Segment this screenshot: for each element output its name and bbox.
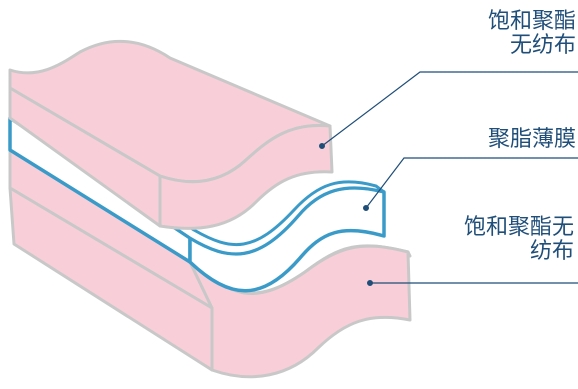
top-layer [8, 39, 334, 230]
bottom-layer-under-side [8, 186, 214, 372]
middle-layer [8, 110, 386, 293]
label-top-line-2: 无纺布 [509, 33, 576, 58]
label-bottom-line-2: 纺布 [529, 239, 574, 264]
leader-line-middle [365, 157, 578, 209]
label-middle-line-1: 聚脂薄膜 [487, 127, 576, 152]
leader-dot-middle [363, 205, 369, 211]
label-top-layer: 饱和聚酯 无纺布 [488, 10, 576, 58]
label-top-line-1: 饱和聚酯 [487, 9, 576, 34]
bottom-layer [8, 148, 412, 379]
leader-dot-top [319, 143, 325, 149]
bottom-layer-front-face [188, 244, 412, 379]
label-middle-layer: 聚脂薄膜 [488, 128, 576, 152]
label-bottom-layer: 饱和聚酯无 纺布 [464, 216, 574, 264]
label-bottom-line-1: 饱和聚酯无 [463, 215, 574, 240]
top-layer-front-face [158, 123, 334, 230]
leader-lines [319, 71, 578, 286]
leader-line-top [321, 71, 578, 147]
leader-dot-bottom [367, 280, 373, 286]
